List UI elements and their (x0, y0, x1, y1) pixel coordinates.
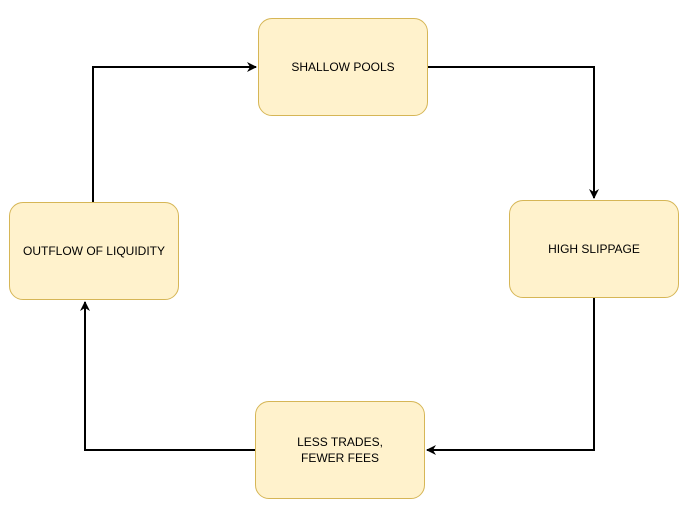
node-label-line-1: LESS TRADES, (297, 435, 383, 449)
edge-less-trades-to-outflow (80, 301, 255, 451)
node-high-slippage[interactable]: HIGH SLIPPAGE (509, 200, 679, 298)
node-shallow-pools[interactable]: SHALLOW POOLS (258, 18, 428, 116)
node-outflow-of-liquidity[interactable]: OUTFLOW OF LIQUIDITY (9, 202, 179, 300)
node-label-line: OUTFLOW OF LIQUIDITY (22, 244, 165, 258)
node-label-line-2: FEWER FEES (300, 451, 379, 465)
node-label-line: SHALLOW POOLS (291, 60, 395, 74)
node-label-line: HIGH SLIPPAGE (548, 242, 640, 256)
edge-shallow-pools-to-high-slippage (428, 66, 599, 199)
edge-outflow-to-shallow-pools (92, 62, 257, 202)
edge-high-slippage-to-less-trades (426, 298, 595, 455)
node-less-trades-fewer-fees[interactable]: LESS TRADES, FEWER FEES (255, 401, 425, 499)
